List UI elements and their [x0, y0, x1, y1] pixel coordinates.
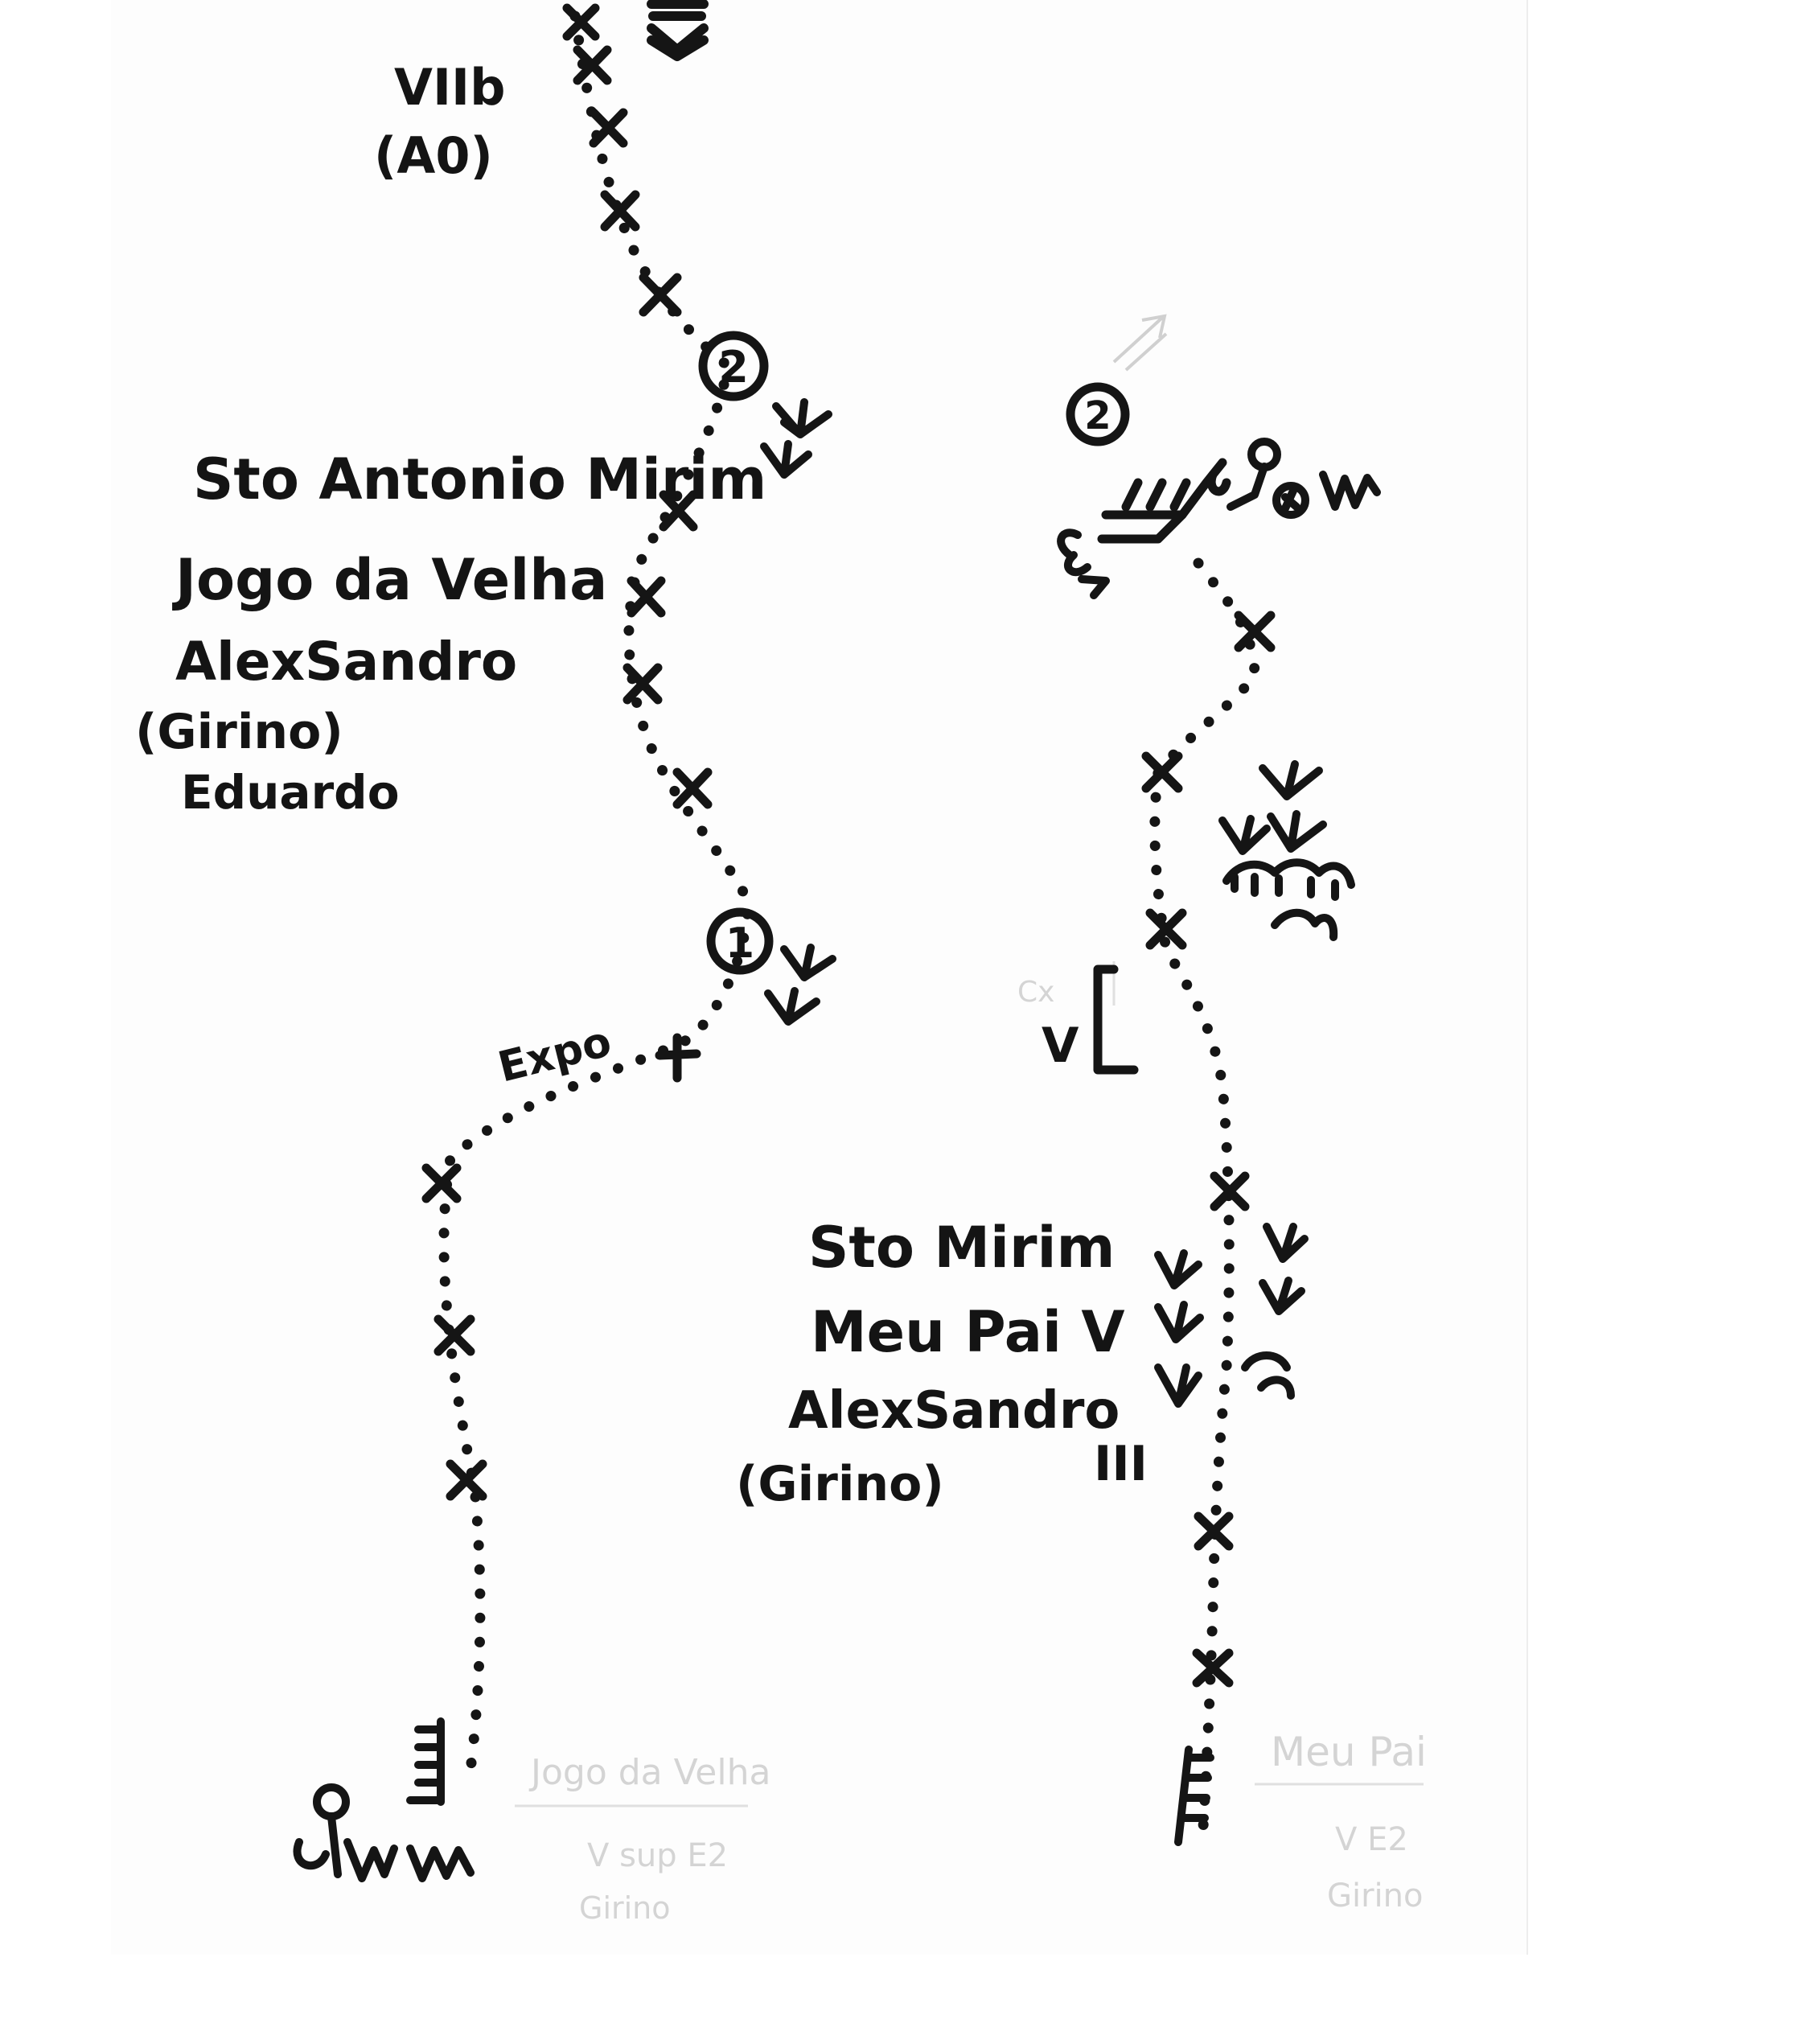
x-bolt-icon	[1210, 1171, 1250, 1211]
faint-continue-arrow-icon	[1112, 314, 1168, 372]
x-bolt-icon	[573, 45, 612, 85]
x-bolt-icon	[672, 767, 713, 809]
circled-number-belay-icon: 2	[698, 331, 769, 401]
ledge-icon	[1097, 458, 1231, 544]
ghost-left-grade: V sup E2	[587, 1837, 728, 1874]
ghost-left-author: Girino	[579, 1890, 671, 1926]
left-belay-2-label: 2	[718, 342, 749, 393]
x-bolt-icon	[1234, 611, 1276, 652]
ledge-icon	[1241, 1351, 1295, 1400]
x-bolt-icon	[433, 1314, 475, 1356]
ledge-icon	[1174, 1746, 1214, 1846]
left-author-1: AlexSandro	[175, 631, 517, 693]
bush-icon	[1154, 1301, 1204, 1343]
x-bolt-icon	[627, 576, 666, 618]
right-mid-vegetation	[1218, 760, 1355, 941]
crack-bracket-icon	[1093, 964, 1139, 1075]
right-route-line	[1149, 557, 1260, 1848]
left-route: 2 1	[135, 0, 836, 1882]
ghost-right-author: Girino	[1327, 1877, 1424, 1914]
x-bolt-icon	[421, 1163, 462, 1203]
bush-icon	[1154, 1363, 1202, 1408]
right-top-vegetation	[1057, 438, 1381, 599]
ledge-icon	[1271, 908, 1338, 941]
left-start-bushes	[343, 1838, 475, 1882]
right-crack-grade: V	[1042, 1018, 1079, 1074]
left-author-3: Eduardo	[181, 765, 400, 820]
x-bolt-icon	[600, 190, 640, 232]
ghost-right-title: Meu Pai	[1271, 1729, 1427, 1775]
x-bolt-icon	[562, 3, 600, 41]
x-bolt-icon	[1192, 1648, 1234, 1688]
right-lower-vegetation	[1154, 1223, 1309, 1408]
bush-icon	[406, 1845, 475, 1882]
x-bolt-icon	[659, 490, 698, 532]
x-bolt-icon	[446, 1459, 487, 1501]
bush-icon	[647, 0, 709, 61]
ledge-icon	[406, 1717, 445, 1806]
right-lower-grade: III	[1094, 1436, 1148, 1492]
bush-icon	[1259, 760, 1323, 800]
x-bolt-icon	[1141, 751, 1183, 793]
right-route: 2	[736, 314, 1381, 1848]
faint-backside-text: Jogo da Velha V sup E2 Girino Meu Pai V …	[515, 961, 1427, 1926]
bush-icon	[1267, 810, 1327, 853]
right-bolts	[1141, 611, 1276, 1688]
bush-icon	[780, 944, 836, 981]
bush-icon	[1319, 471, 1381, 511]
x-bolt-icon	[589, 108, 628, 148]
left-vegetation	[760, 398, 836, 1026]
x-bolt-icon	[1145, 908, 1187, 950]
right-route-name-1: Sto Mirim	[808, 1215, 1115, 1281]
bush-icon	[1154, 1249, 1202, 1289]
left-author-2: (Girino)	[135, 704, 343, 760]
x-bolt-icon	[639, 273, 682, 317]
expo-bolt-icon	[655, 1033, 701, 1083]
right-author-1: AlexSandro	[788, 1381, 1120, 1441]
ghost-left-title: Jogo da Velha	[528, 1752, 770, 1793]
ghost-right-grade: V E2	[1335, 1821, 1408, 1858]
tree-icon	[293, 1783, 350, 1878]
left-grade-line1: VIIb	[394, 58, 506, 117]
circled-number-belay-icon: 1	[706, 907, 774, 975]
bush-icon	[343, 1838, 398, 1882]
circled-number-belay-icon: 2	[1066, 382, 1130, 446]
left-route-name-1: Sto Antonio Mirim	[193, 446, 766, 512]
right-route-name-2: Meu Pai V	[811, 1299, 1125, 1365]
x-bolt-icon	[622, 663, 663, 705]
right-feature-label: Cx	[1017, 976, 1054, 1009]
right-belay-2-label: 2	[1084, 393, 1111, 438]
right-author-2: (Girino)	[736, 1456, 944, 1512]
bush-icon	[1057, 528, 1110, 599]
ledge-icon	[1222, 858, 1355, 889]
paper-sheet	[111, 0, 1526, 1955]
bush-icon	[772, 398, 832, 438]
left-route-line	[438, 10, 754, 1775]
bush-icon	[760, 440, 812, 479]
left-belay-1-label: 1	[725, 919, 754, 968]
bush-icon	[1218, 815, 1271, 855]
bush-icon	[1263, 1223, 1309, 1263]
tree-icon	[1226, 438, 1309, 519]
left-route-name-2: Jogo da Velha	[172, 547, 607, 613]
left-grade-line2: (A0)	[374, 126, 493, 185]
bush-icon	[1259, 1277, 1305, 1315]
x-bolt-icon	[1194, 1511, 1234, 1551]
left-bolts	[421, 3, 713, 1501]
bush-icon	[764, 987, 820, 1026]
